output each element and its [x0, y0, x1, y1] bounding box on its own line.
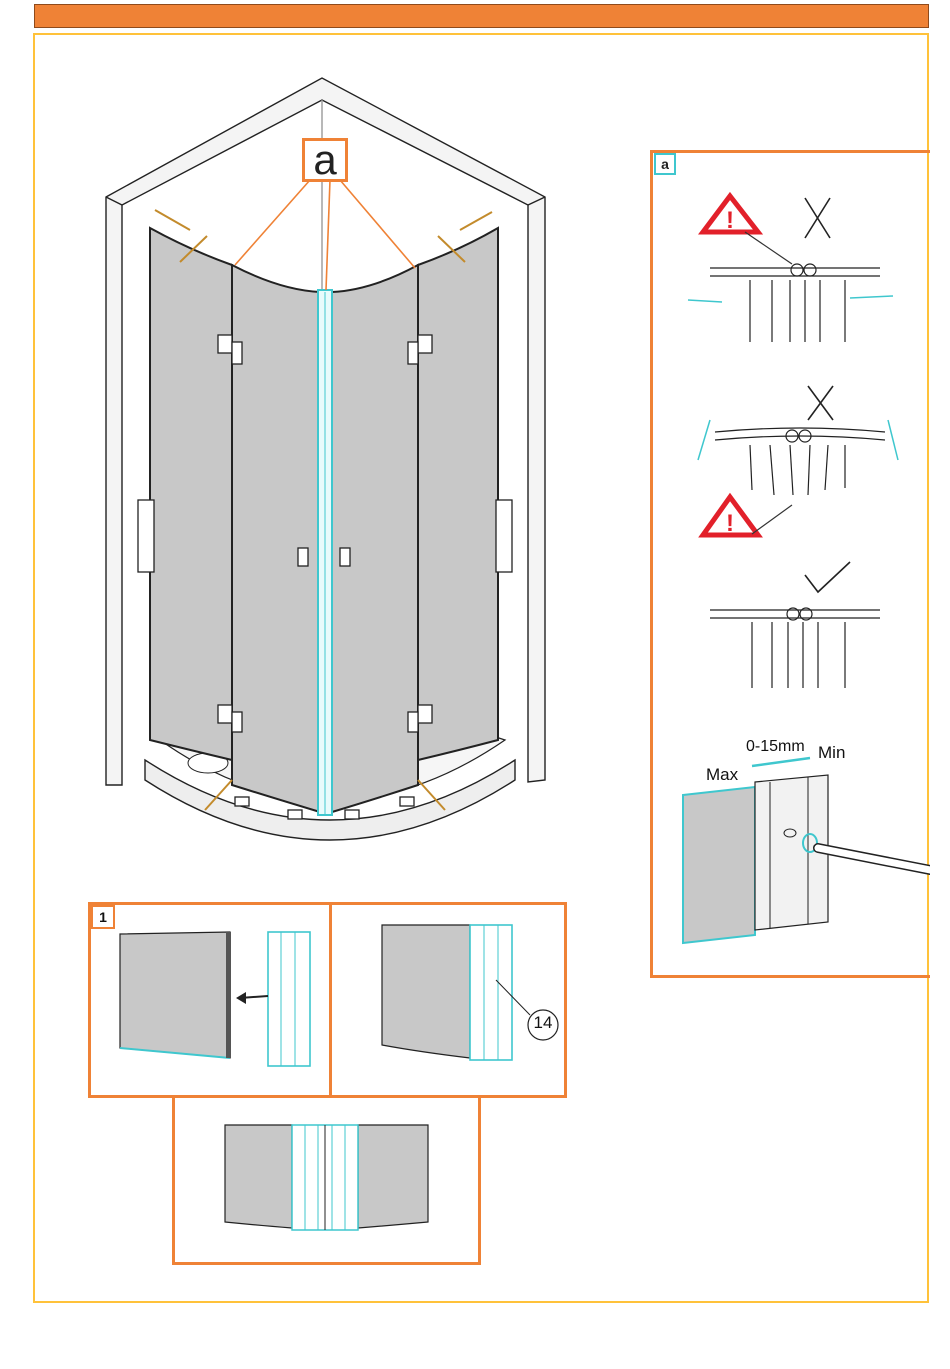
warning-triangle-icon: !	[703, 497, 792, 537]
svg-text:!: !	[726, 207, 734, 234]
glass-panel-with-seal	[120, 932, 310, 1066]
adjust-max-label: Max	[706, 765, 738, 785]
callout-label-a: a	[302, 138, 348, 182]
cross-mark-icon	[808, 386, 833, 420]
warning-triangle-icon: !	[703, 196, 758, 234]
part-number-label: 14	[528, 1013, 558, 1033]
callout-label-text: a	[313, 136, 336, 184]
doors-closed-with-seals	[225, 1125, 428, 1230]
seal-detail-angled	[715, 428, 885, 495]
shower-enclosure-illustration	[95, 70, 565, 860]
adjust-range-label: 0-15mm	[746, 738, 805, 756]
header-bar	[34, 4, 929, 28]
detail-panel-a-drawings: ! !	[660, 180, 930, 960]
glass-panel-seal-attached	[382, 925, 558, 1060]
check-mark-icon	[805, 562, 850, 592]
step-1-drawings	[90, 905, 565, 1263]
seal-detail-correct	[710, 608, 880, 688]
cross-mark-icon	[805, 198, 830, 238]
rotate-arrows	[698, 420, 898, 460]
adjust-min-label: Min	[818, 743, 845, 763]
svg-text:!: !	[726, 510, 734, 537]
seal-detail-misaligned	[710, 232, 880, 342]
callout-arrows	[235, 180, 415, 290]
detail-panel-tag: a	[654, 153, 676, 175]
hinge-adjustment-detail	[683, 758, 930, 943]
detail-panel-tag-text: a	[661, 156, 669, 172]
glass-panels	[150, 228, 498, 815]
